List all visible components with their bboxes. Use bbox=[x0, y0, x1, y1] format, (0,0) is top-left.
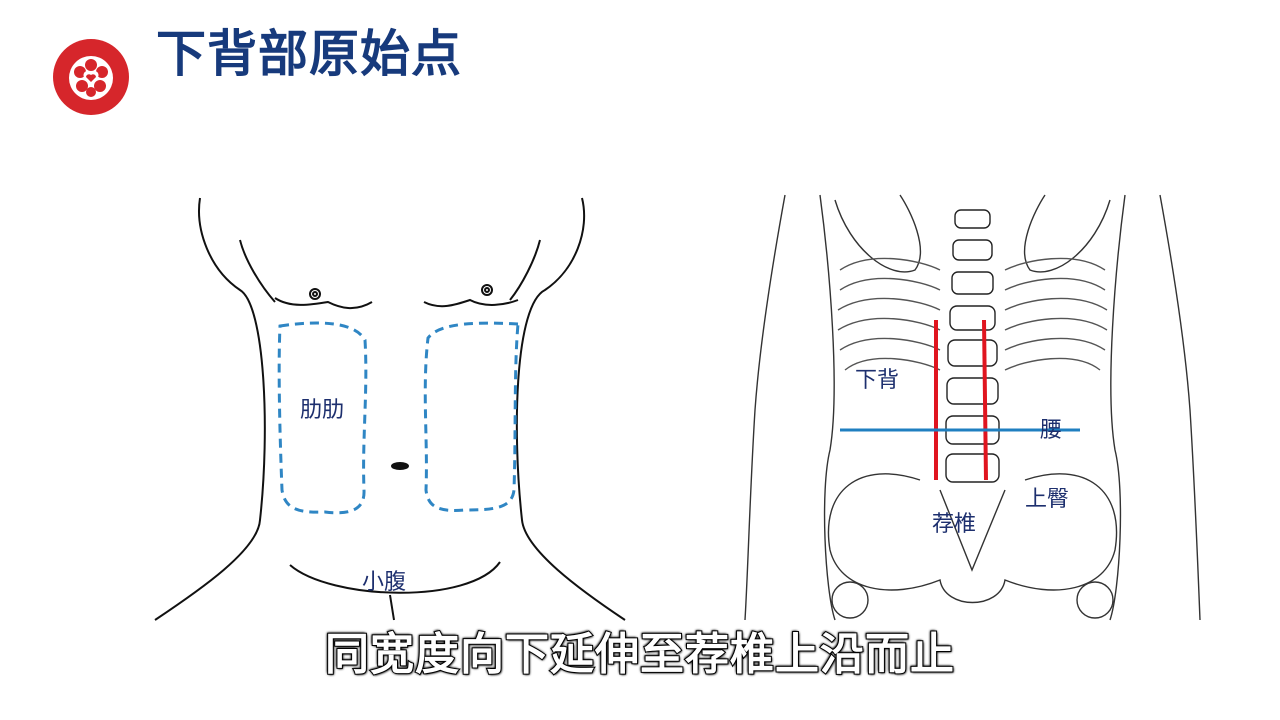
brand-logo bbox=[52, 38, 130, 116]
front-torso-diagram: 肋肋 小腹 bbox=[150, 190, 630, 625]
label-sacrum: 荐椎 bbox=[932, 512, 977, 537]
label-ribs: 肋肋 bbox=[300, 398, 345, 423]
label-lower-back: 下背 bbox=[855, 368, 900, 393]
back-skeleton-diagram: 下背 腰 荐椎 上臀 bbox=[740, 190, 1205, 625]
page-title: 下背部原始点 bbox=[156, 25, 462, 83]
video-subtitle: 同宽度向下延伸至荐椎上沿而止 bbox=[324, 628, 955, 681]
label-lower-abdomen: 小腹 bbox=[362, 570, 407, 595]
label-upper-buttock: 上臀 bbox=[1025, 487, 1070, 512]
label-waist: 腰 bbox=[1040, 418, 1063, 443]
